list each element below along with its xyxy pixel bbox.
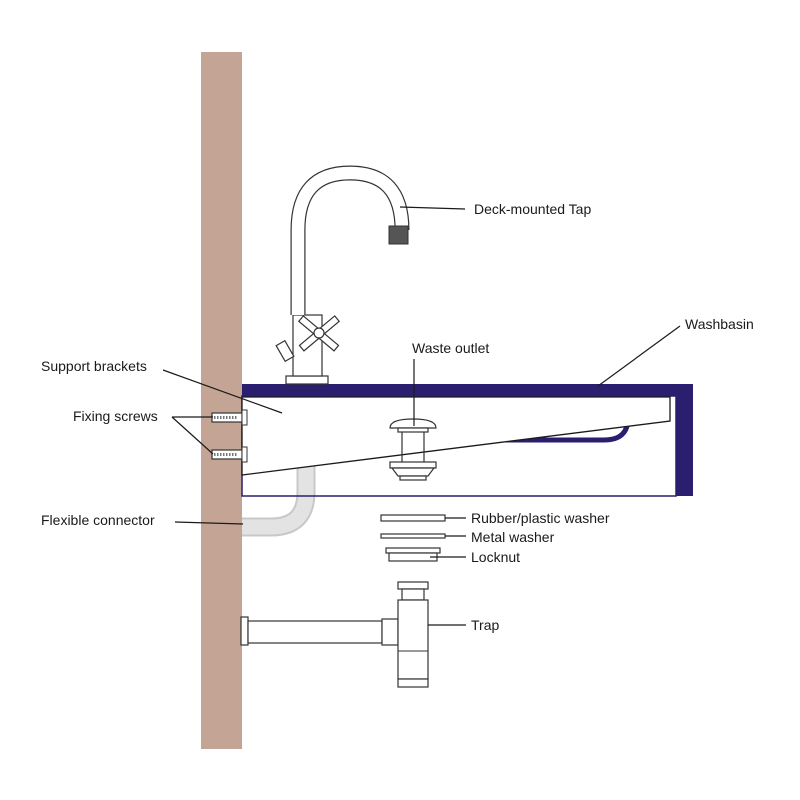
fixing-screw-upper bbox=[211, 409, 248, 426]
support-bracket bbox=[241, 396, 671, 476]
trap bbox=[240, 581, 429, 688]
label-locknut: Locknut bbox=[471, 549, 520, 565]
label-deck-mounted-tap: Deck-mounted Tap bbox=[474, 201, 591, 217]
metal-washer bbox=[380, 533, 446, 539]
waste-outlet bbox=[389, 418, 437, 481]
wall bbox=[201, 52, 242, 749]
label-washbasin: Washbasin bbox=[685, 316, 754, 332]
leader-lines bbox=[162, 206, 681, 626]
label-flexible-connector: Flexible connector bbox=[41, 512, 155, 528]
rubber-washer bbox=[380, 514, 446, 522]
label-waste-outlet: Waste outlet bbox=[412, 340, 489, 356]
label-metal-washer: Metal washer bbox=[471, 529, 555, 545]
flexible-connector bbox=[242, 384, 316, 537]
fixing-screw-lower bbox=[211, 446, 248, 463]
label-trap: Trap bbox=[471, 617, 499, 633]
deck-mounted-tap bbox=[275, 165, 410, 385]
label-support-brackets: Support brackets bbox=[41, 358, 147, 374]
label-rubber-plastic-washer: Rubber/plastic washer bbox=[471, 510, 610, 526]
label-fixing-screws: Fixing screws bbox=[73, 408, 158, 424]
locknut bbox=[385, 547, 441, 562]
tap-handle bbox=[297, 315, 341, 352]
washbasin bbox=[241, 384, 693, 497]
